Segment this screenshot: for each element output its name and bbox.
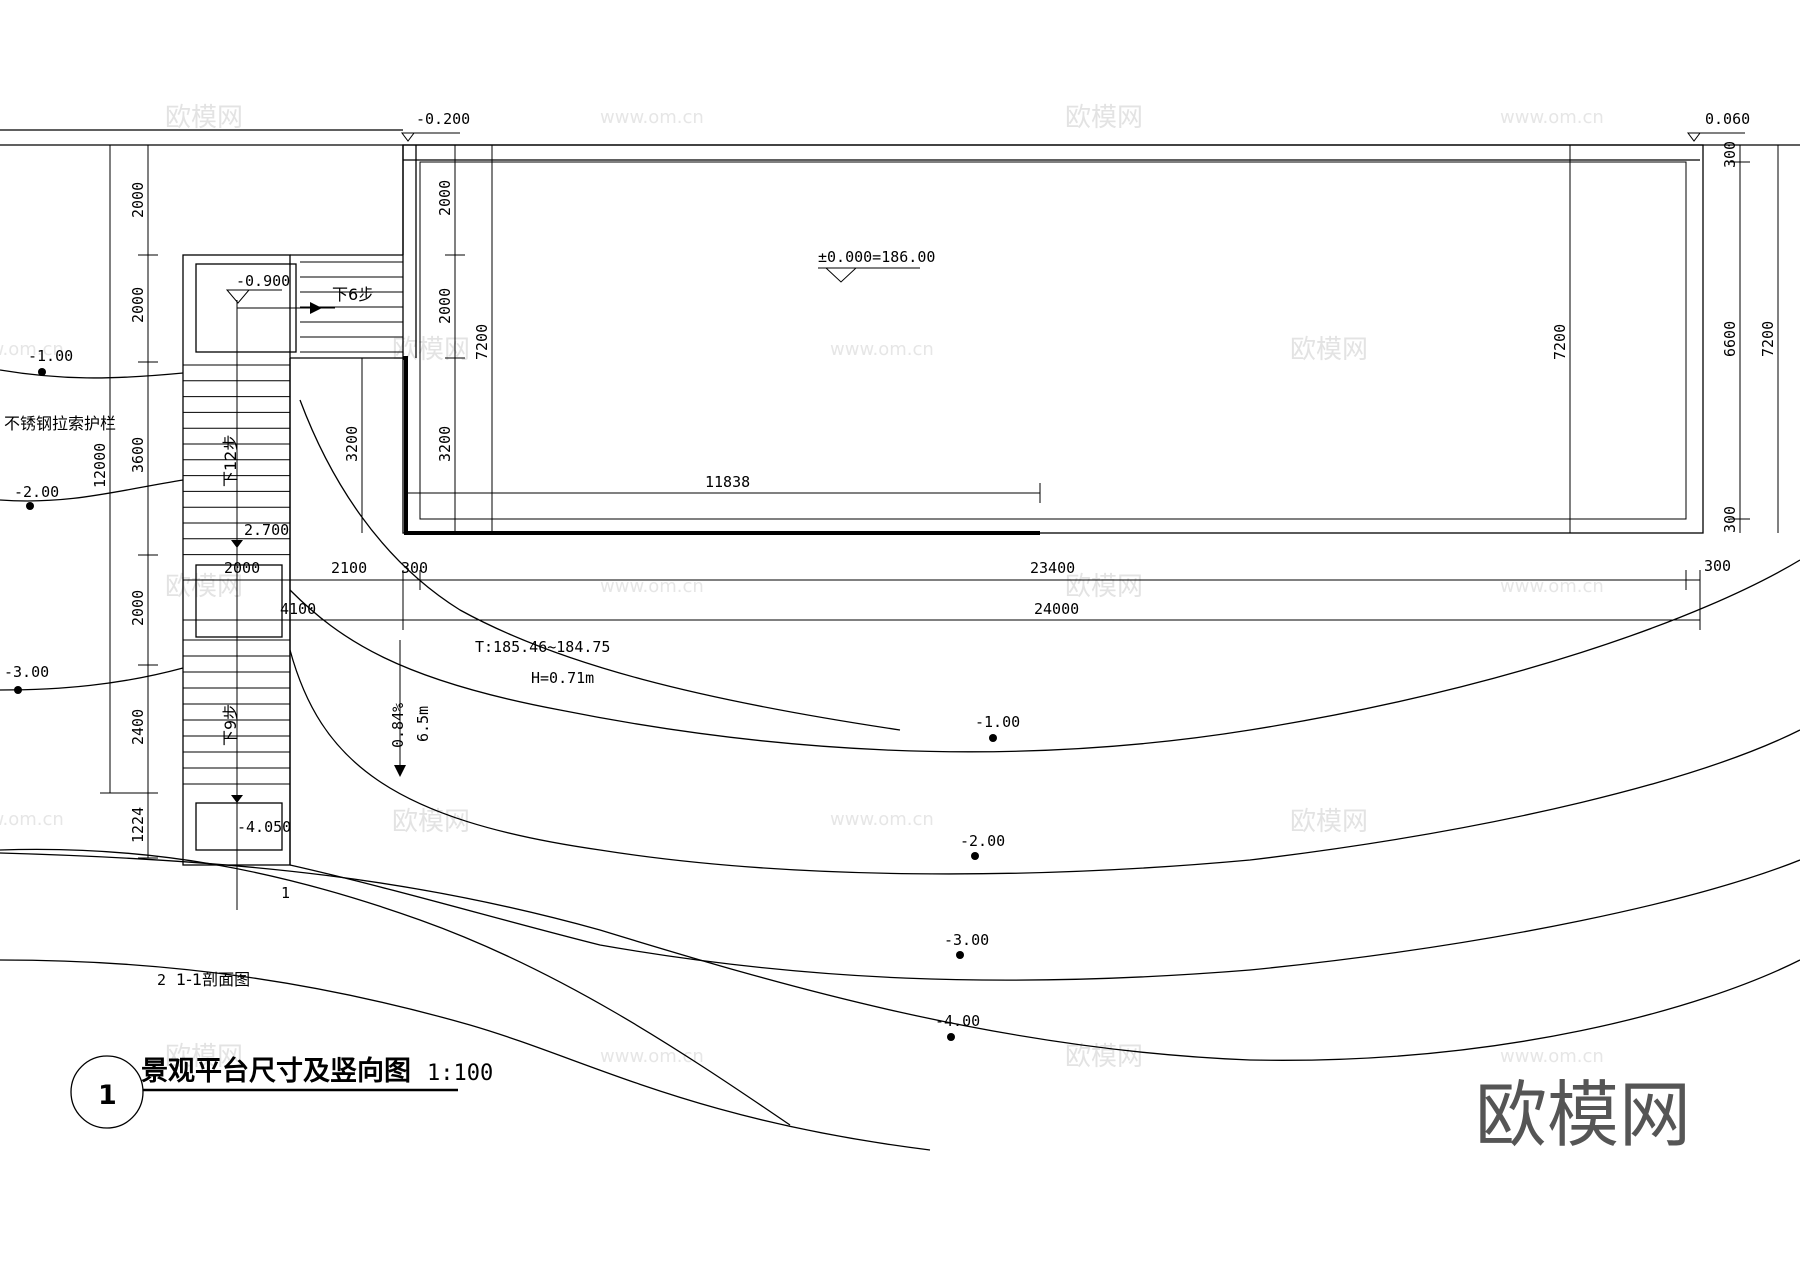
dim-label: 2100: [331, 559, 367, 577]
dim-label: 300: [1704, 557, 1731, 575]
watermark-brand: 欧模网: [1065, 1042, 1143, 1072]
contour-label: -1.00: [28, 347, 73, 365]
dim-label: 2000: [129, 182, 147, 218]
dimension-lines: [100, 144, 1779, 859]
elevation-markers: [225, 132, 1745, 304]
watermark-url: www.om.cn: [1500, 1046, 1604, 1067]
platform-datum: ±0.000=186.00: [818, 248, 935, 266]
dim-label: 24000: [1034, 600, 1079, 618]
watermark-brand: 欧模网: [1290, 335, 1368, 365]
watermark-url: www.om.cn: [600, 1046, 704, 1067]
title-number-circle: [70, 1055, 144, 1129]
contour-label: -1.00: [975, 713, 1020, 731]
dim-label: 2000: [224, 559, 260, 577]
watermark-brand: 欧模网: [1065, 572, 1143, 602]
brand-logo: 欧模网: [1475, 1073, 1691, 1157]
contour-label: -2.00: [14, 483, 59, 501]
railing-note: 不锈钢拉索护栏: [4, 414, 116, 433]
dim-label: 7200: [1759, 321, 1777, 357]
step-label-lower: 下9步: [221, 704, 240, 746]
dim-label: 3200: [343, 426, 361, 462]
contour-label: -2.00: [960, 832, 1005, 850]
dim-label: 1224: [129, 807, 147, 843]
step-label-middle: 下12步: [221, 435, 240, 487]
dim-label: 3600: [129, 437, 147, 473]
watermark-url: www.om.cn: [1500, 107, 1604, 128]
title-scale: 1:100: [427, 1061, 493, 1086]
watermark-brand: 欧模网: [165, 572, 243, 602]
dim-label: 12000: [91, 443, 109, 488]
dim-label: 4100: [280, 600, 316, 618]
dim-label: 2000: [436, 288, 454, 324]
dim-label: 2000: [436, 180, 454, 216]
elevation-upper-landing: -0.900: [236, 272, 290, 290]
retaining-wall: [403, 356, 1040, 535]
slope-range: T:185.46~184.75: [475, 638, 610, 656]
section-marker-1: 1: [281, 884, 290, 902]
elevation-top-left: -0.200: [416, 110, 470, 128]
watermark-brand: 欧模网: [165, 103, 243, 133]
slope-percent: 0.84%: [389, 703, 407, 748]
watermark-url: www.om.cn: [0, 339, 64, 360]
dim-label: 6600: [1721, 321, 1739, 357]
dim-label: 11838: [705, 473, 750, 491]
dim-label: 23400: [1030, 559, 1075, 577]
dim-label: 2000: [129, 590, 147, 626]
dim-label: 3200: [436, 426, 454, 462]
contour-label: -3.00: [4, 663, 49, 681]
slope-height: H=0.71m: [531, 669, 594, 687]
contour-dots: [14, 368, 997, 1041]
dim-label: 300: [1721, 506, 1739, 533]
platform-outline: [402, 144, 1704, 534]
watermark-url: www.om.cn: [1500, 576, 1604, 597]
dim-label: 2400: [129, 709, 147, 745]
watermark-url: www.om.cn: [830, 339, 934, 360]
watermark-url: www.om.cn: [830, 809, 934, 830]
watermark-url: www.om.cn: [0, 809, 64, 830]
elevation-bottom-landing: -4.050: [237, 818, 291, 836]
elevation-top-right: 0.060: [1705, 110, 1750, 128]
step-label-upper: 下6步: [332, 285, 374, 304]
elevation-mid-landing: 2.700: [244, 521, 289, 539]
title-text: 景观平台尺寸及竖向图: [141, 1055, 411, 1087]
contour-label: -3.00: [944, 931, 989, 949]
watermark-brand: 欧模网: [165, 1042, 243, 1072]
stair-block: [182, 254, 403, 910]
watermark-layer: 欧模网 www.om.cn 欧模网 www.om.cn www.om.cn 欧模…: [0, 103, 1604, 1072]
watermark-brand: 欧模网: [392, 335, 470, 365]
watermark-brand: 欧模网: [392, 807, 470, 837]
dim-label: 300: [401, 559, 428, 577]
slope-length: 6.5m: [414, 706, 432, 742]
dim-label: 300: [1721, 141, 1739, 168]
dim-label: 2000: [129, 287, 147, 323]
section-title: 1-1剖面图: [176, 970, 250, 989]
watermark-url: www.om.cn: [600, 576, 704, 597]
dim-label: 7200: [1551, 324, 1569, 360]
stair-treads: [183, 261, 403, 785]
contour-label: -4.00: [935, 1012, 980, 1030]
title-number: 1: [98, 1080, 117, 1111]
site-curves: [0, 399, 1800, 1151]
drawing-title: 1 景观平台尺寸及竖向图 1:100: [70, 1055, 493, 1129]
watermark-brand: 欧模网: [1290, 807, 1368, 837]
watermark-brand: 欧模网: [1065, 103, 1143, 133]
section-marker-2: 2: [157, 971, 166, 989]
watermark-url: www.om.cn: [600, 107, 704, 128]
dim-label: 7200: [473, 324, 491, 360]
